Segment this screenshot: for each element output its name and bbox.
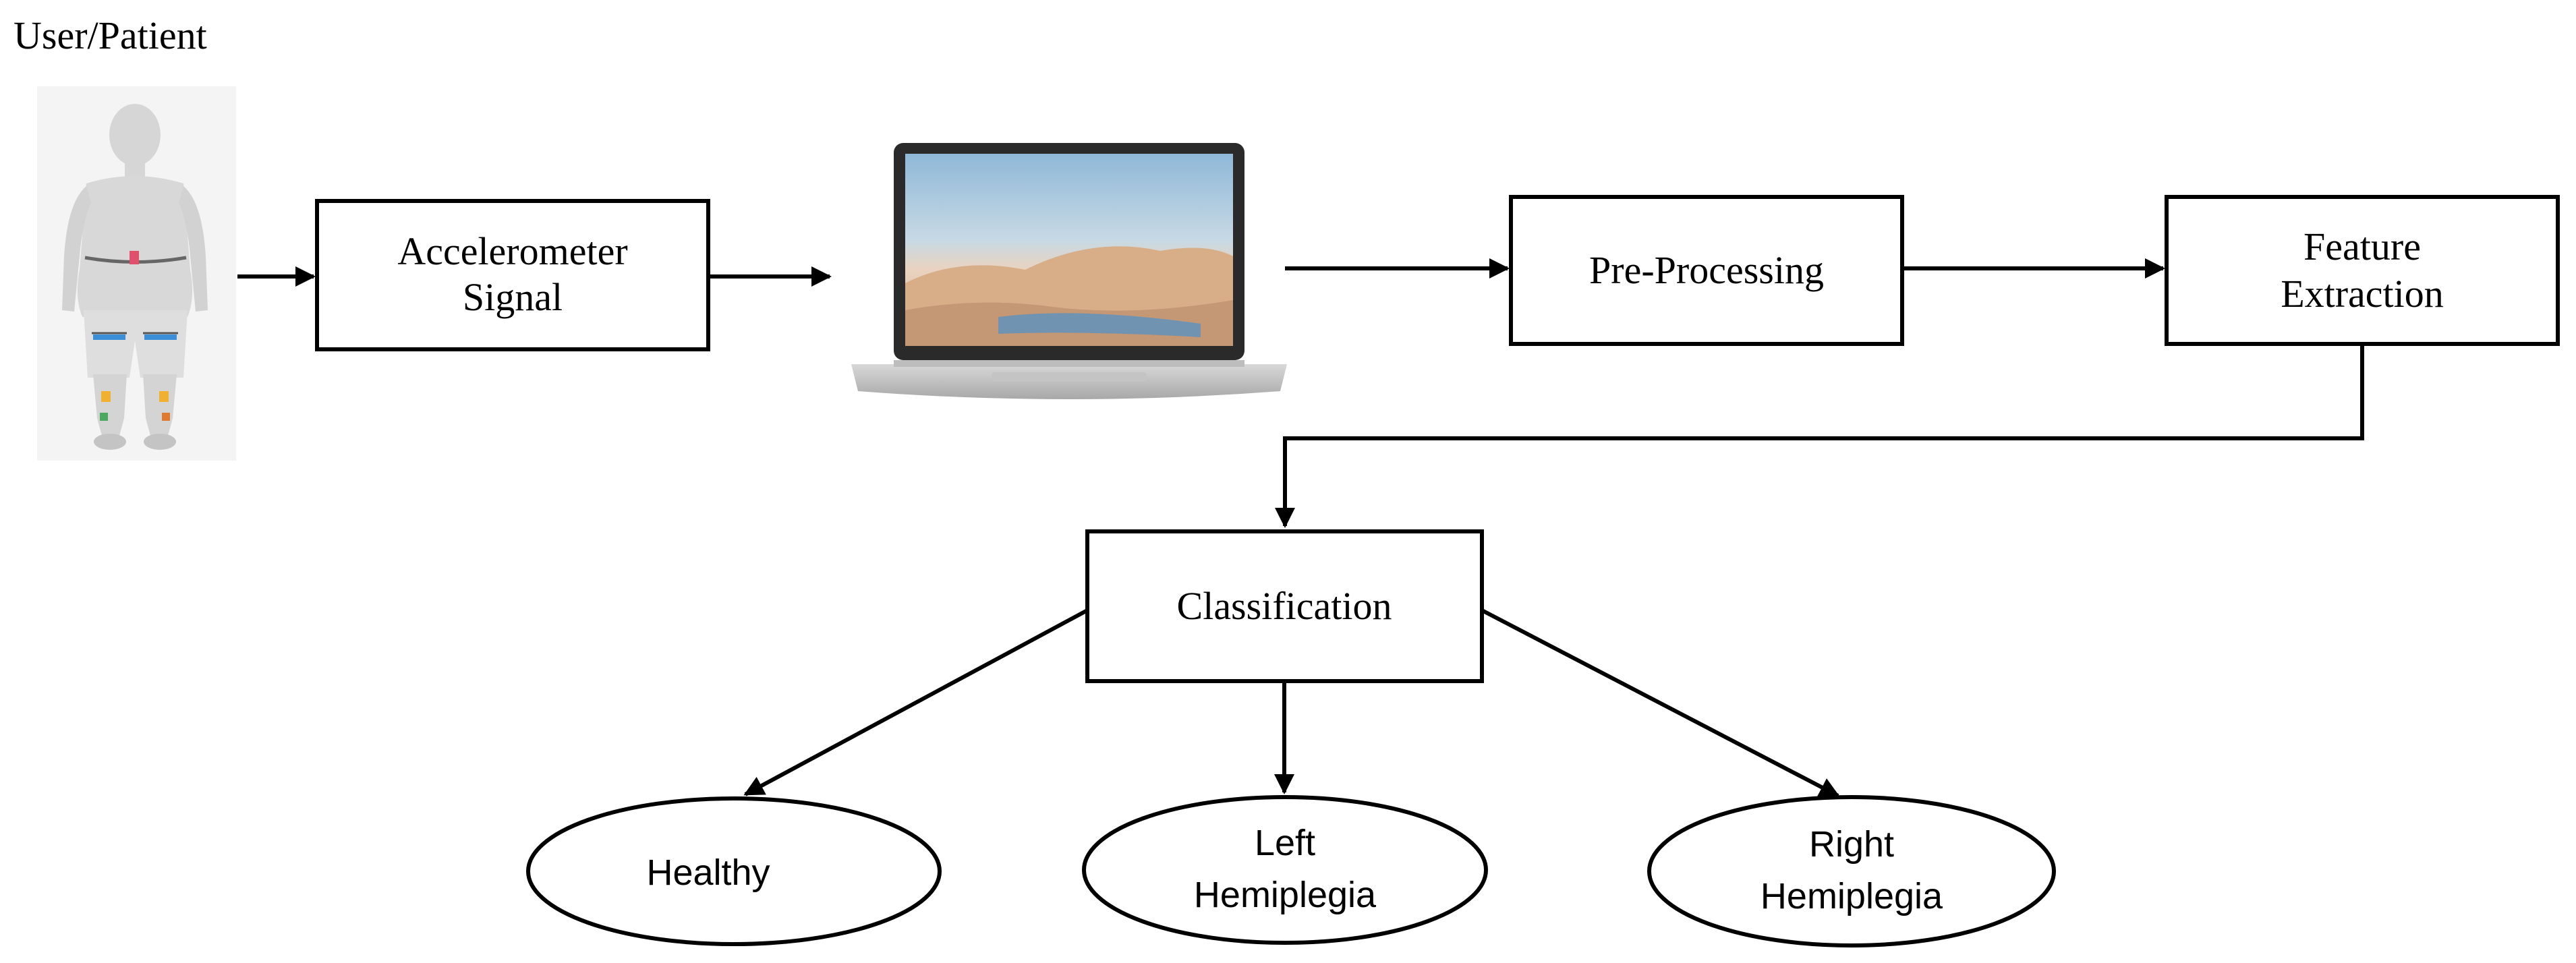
left-hemiplegia-outcome: Left Hemiplegia — [1082, 795, 1488, 945]
right-hemiplegia-label-line1: Right — [1809, 824, 1894, 865]
preprocessing-label: Pre-Processing — [1589, 248, 1824, 292]
accelerometer-signal-node: Accelerometer Signal — [315, 199, 710, 351]
arrow-classification-to-right-hemiplegia — [1481, 608, 1840, 798]
left-hemiplegia-label-line1: Left — [1255, 823, 1315, 863]
accelerometer-label-line1: Accelerometer — [397, 229, 627, 273]
laptop-icon — [851, 143, 1287, 399]
user-patient-label: User/Patient — [13, 13, 207, 57]
healthy-label: Healthy — [646, 852, 770, 893]
healthy-outcome: Healthy — [526, 796, 942, 946]
accelerometer-label-line2: Signal — [463, 275, 563, 319]
patient-figure-icon — [37, 86, 236, 461]
right-hemiplegia-label-line2: Hemiplegia — [1761, 876, 1943, 916]
feature-extraction-label-line2: Extraction — [2281, 272, 2444, 316]
arrow-classification-to-healthy — [743, 608, 1089, 796]
arrow-feature-extraction-to-classification — [1275, 344, 2364, 528]
left-hemiplegia-label-line2: Hemiplegia — [1194, 875, 1377, 915]
right-hemiplegia-outcome: Right Hemiplegia — [1647, 795, 2056, 947]
classification-node: Classification — [1085, 529, 1484, 683]
feature-extraction-node: Feature Extraction — [2165, 195, 2560, 346]
classification-label: Classification — [1177, 584, 1392, 628]
preprocessing-node: Pre-Processing — [1509, 195, 1904, 346]
feature-extraction-label-line1: Feature — [2303, 225, 2421, 268]
